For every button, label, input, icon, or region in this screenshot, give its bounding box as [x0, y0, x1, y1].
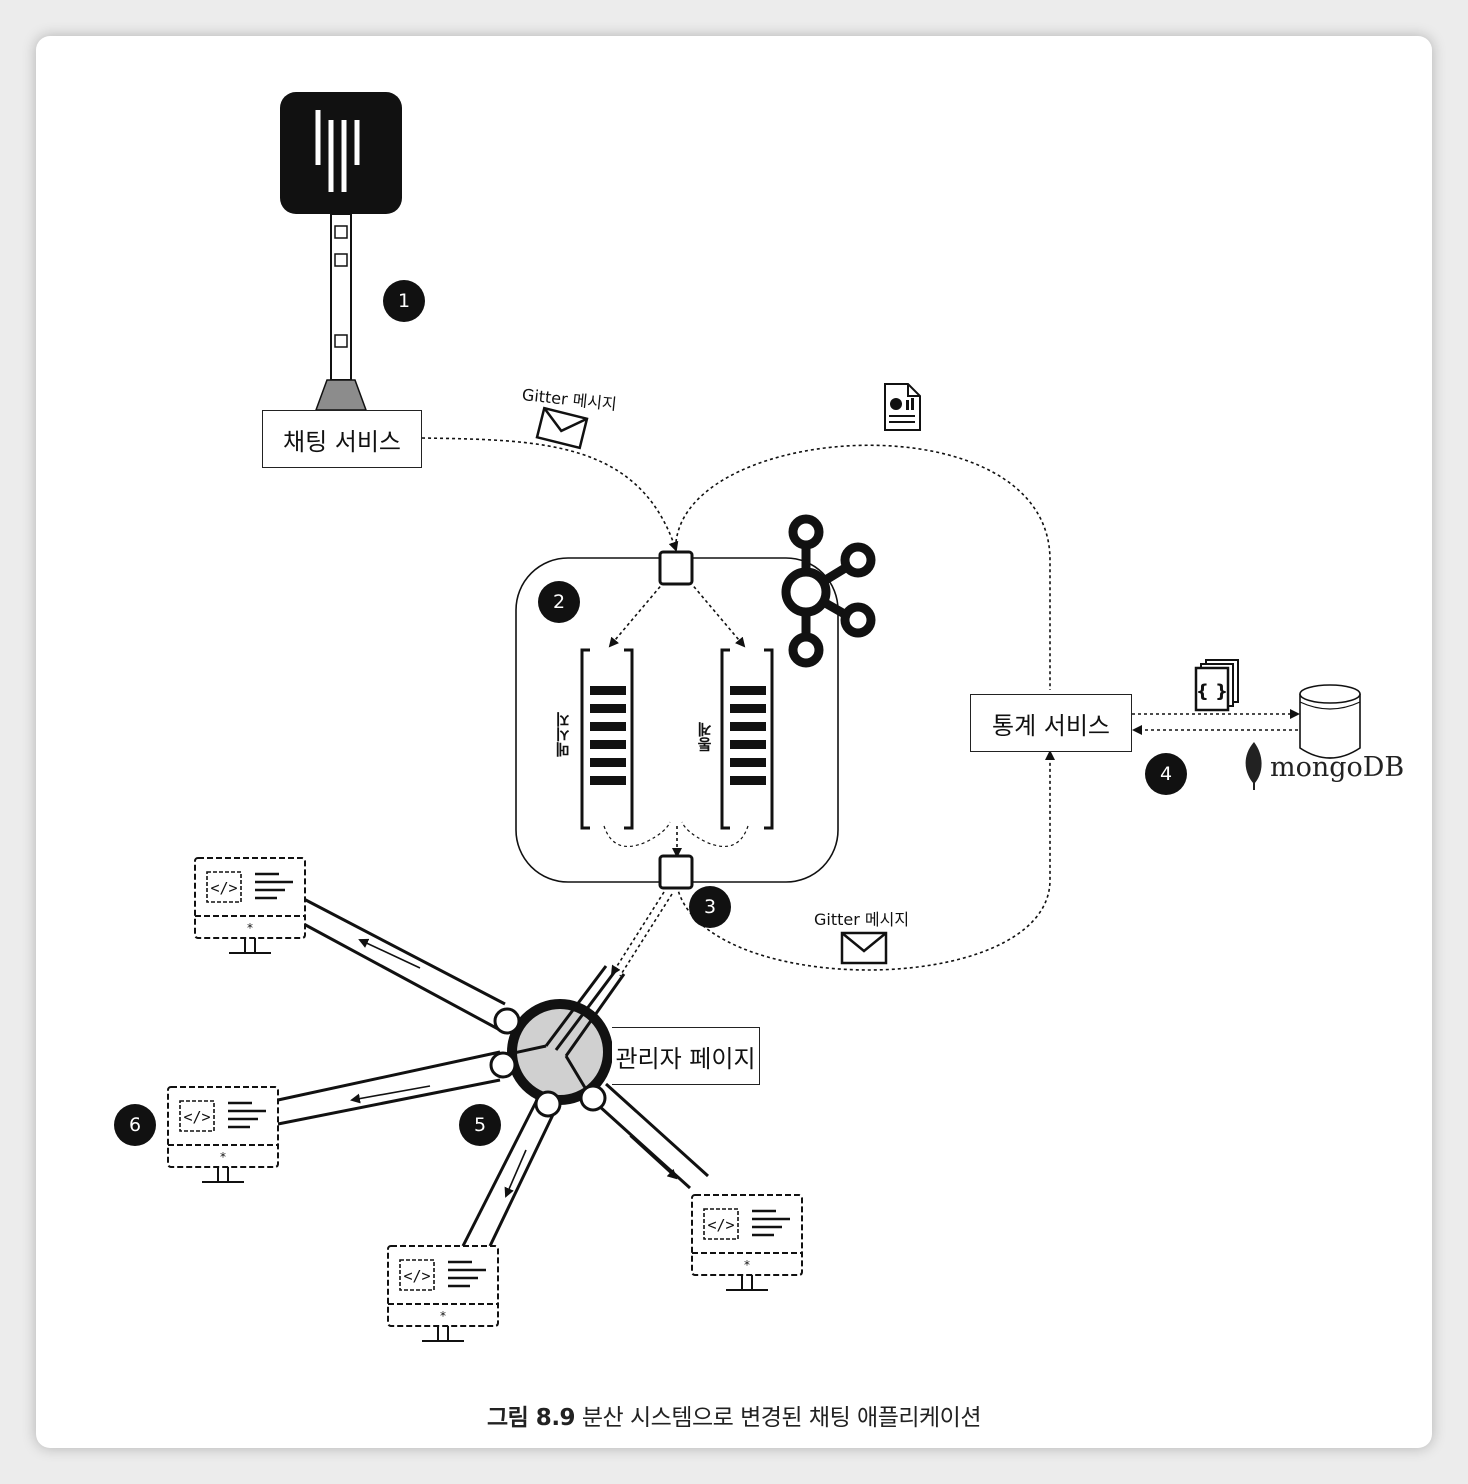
edge-kafka-to-admin-1: [610, 891, 665, 976]
step-badge: 3: [689, 886, 731, 928]
edge-chat-to-kafka: [421, 437, 679, 552]
edge-stats-subscribe: [675, 444, 1051, 690]
client-monitor-icon: [690, 1193, 804, 1292]
admin-connections: [277, 895, 710, 1247]
svg-text:{ }: { }: [1196, 681, 1228, 702]
envelope-icon: [535, 406, 589, 450]
kafka-output-port: [658, 854, 694, 890]
topic-label-messages: 메시지: [554, 712, 572, 757]
database-cylinder-icon: [1299, 684, 1361, 759]
message-pillar: [314, 213, 368, 411]
mongodb-label: mongoDB: [1270, 752, 1405, 783]
step-badge: 5: [459, 1104, 501, 1146]
stats-service-node: 통계 서비스: [970, 694, 1132, 752]
topic-queue-stats: [720, 648, 774, 830]
step-badge: 6: [114, 1104, 156, 1146]
chat-service-node: 채팅 서비스: [262, 410, 422, 468]
figure-number: 그림 8.9: [486, 1405, 576, 1431]
client-monitor-icon: [193, 856, 307, 955]
topic-label-stats: 통계: [696, 722, 714, 752]
edge-kafka-to-admin-2: [619, 893, 673, 977]
topic-queue-messages: [580, 648, 634, 830]
step-badge: 1: [383, 280, 425, 322]
admin-page-node: 관리자 페이지: [612, 1027, 760, 1085]
admin-hub: [489, 965, 626, 1118]
edge-label-gitter-message: Gitter 메시지: [814, 910, 910, 929]
report-document-icon: [884, 383, 921, 431]
json-documents-icon: { }: [1194, 659, 1239, 712]
kafka-logo-icon: [781, 514, 876, 668]
envelope-icon: [840, 931, 888, 965]
client-monitor-icon: [166, 1085, 280, 1184]
kafka-input-port: [658, 550, 694, 586]
figure-caption: 그림 8.9 분산 시스템으로 변경된 채팅 애플리케이션: [0, 1398, 1468, 1432]
step-badge: 4: [1145, 753, 1187, 795]
step-badge: 2: [538, 581, 580, 623]
client-monitor-icon: [386, 1244, 500, 1343]
gitter-logo-icon: [280, 92, 402, 214]
figure-caption-text: 분산 시스템으로 변경된 채팅 애플리케이션: [581, 1405, 982, 1431]
mongodb-leaf-icon: [1245, 742, 1262, 790]
